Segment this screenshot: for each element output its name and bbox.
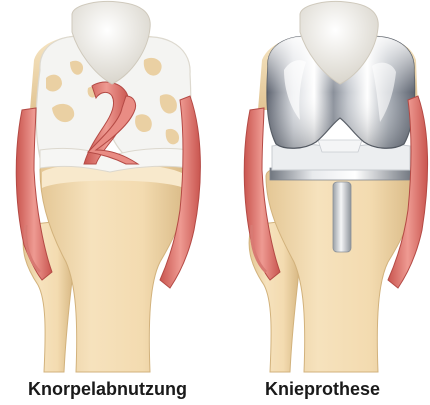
caption-left: Knorpelabnutzung [0, 378, 215, 400]
caption-right: Knieprothese [215, 378, 430, 400]
left-knee [16, 2, 200, 373]
right-knee [244, 2, 427, 373]
tibial-stem [333, 182, 351, 252]
